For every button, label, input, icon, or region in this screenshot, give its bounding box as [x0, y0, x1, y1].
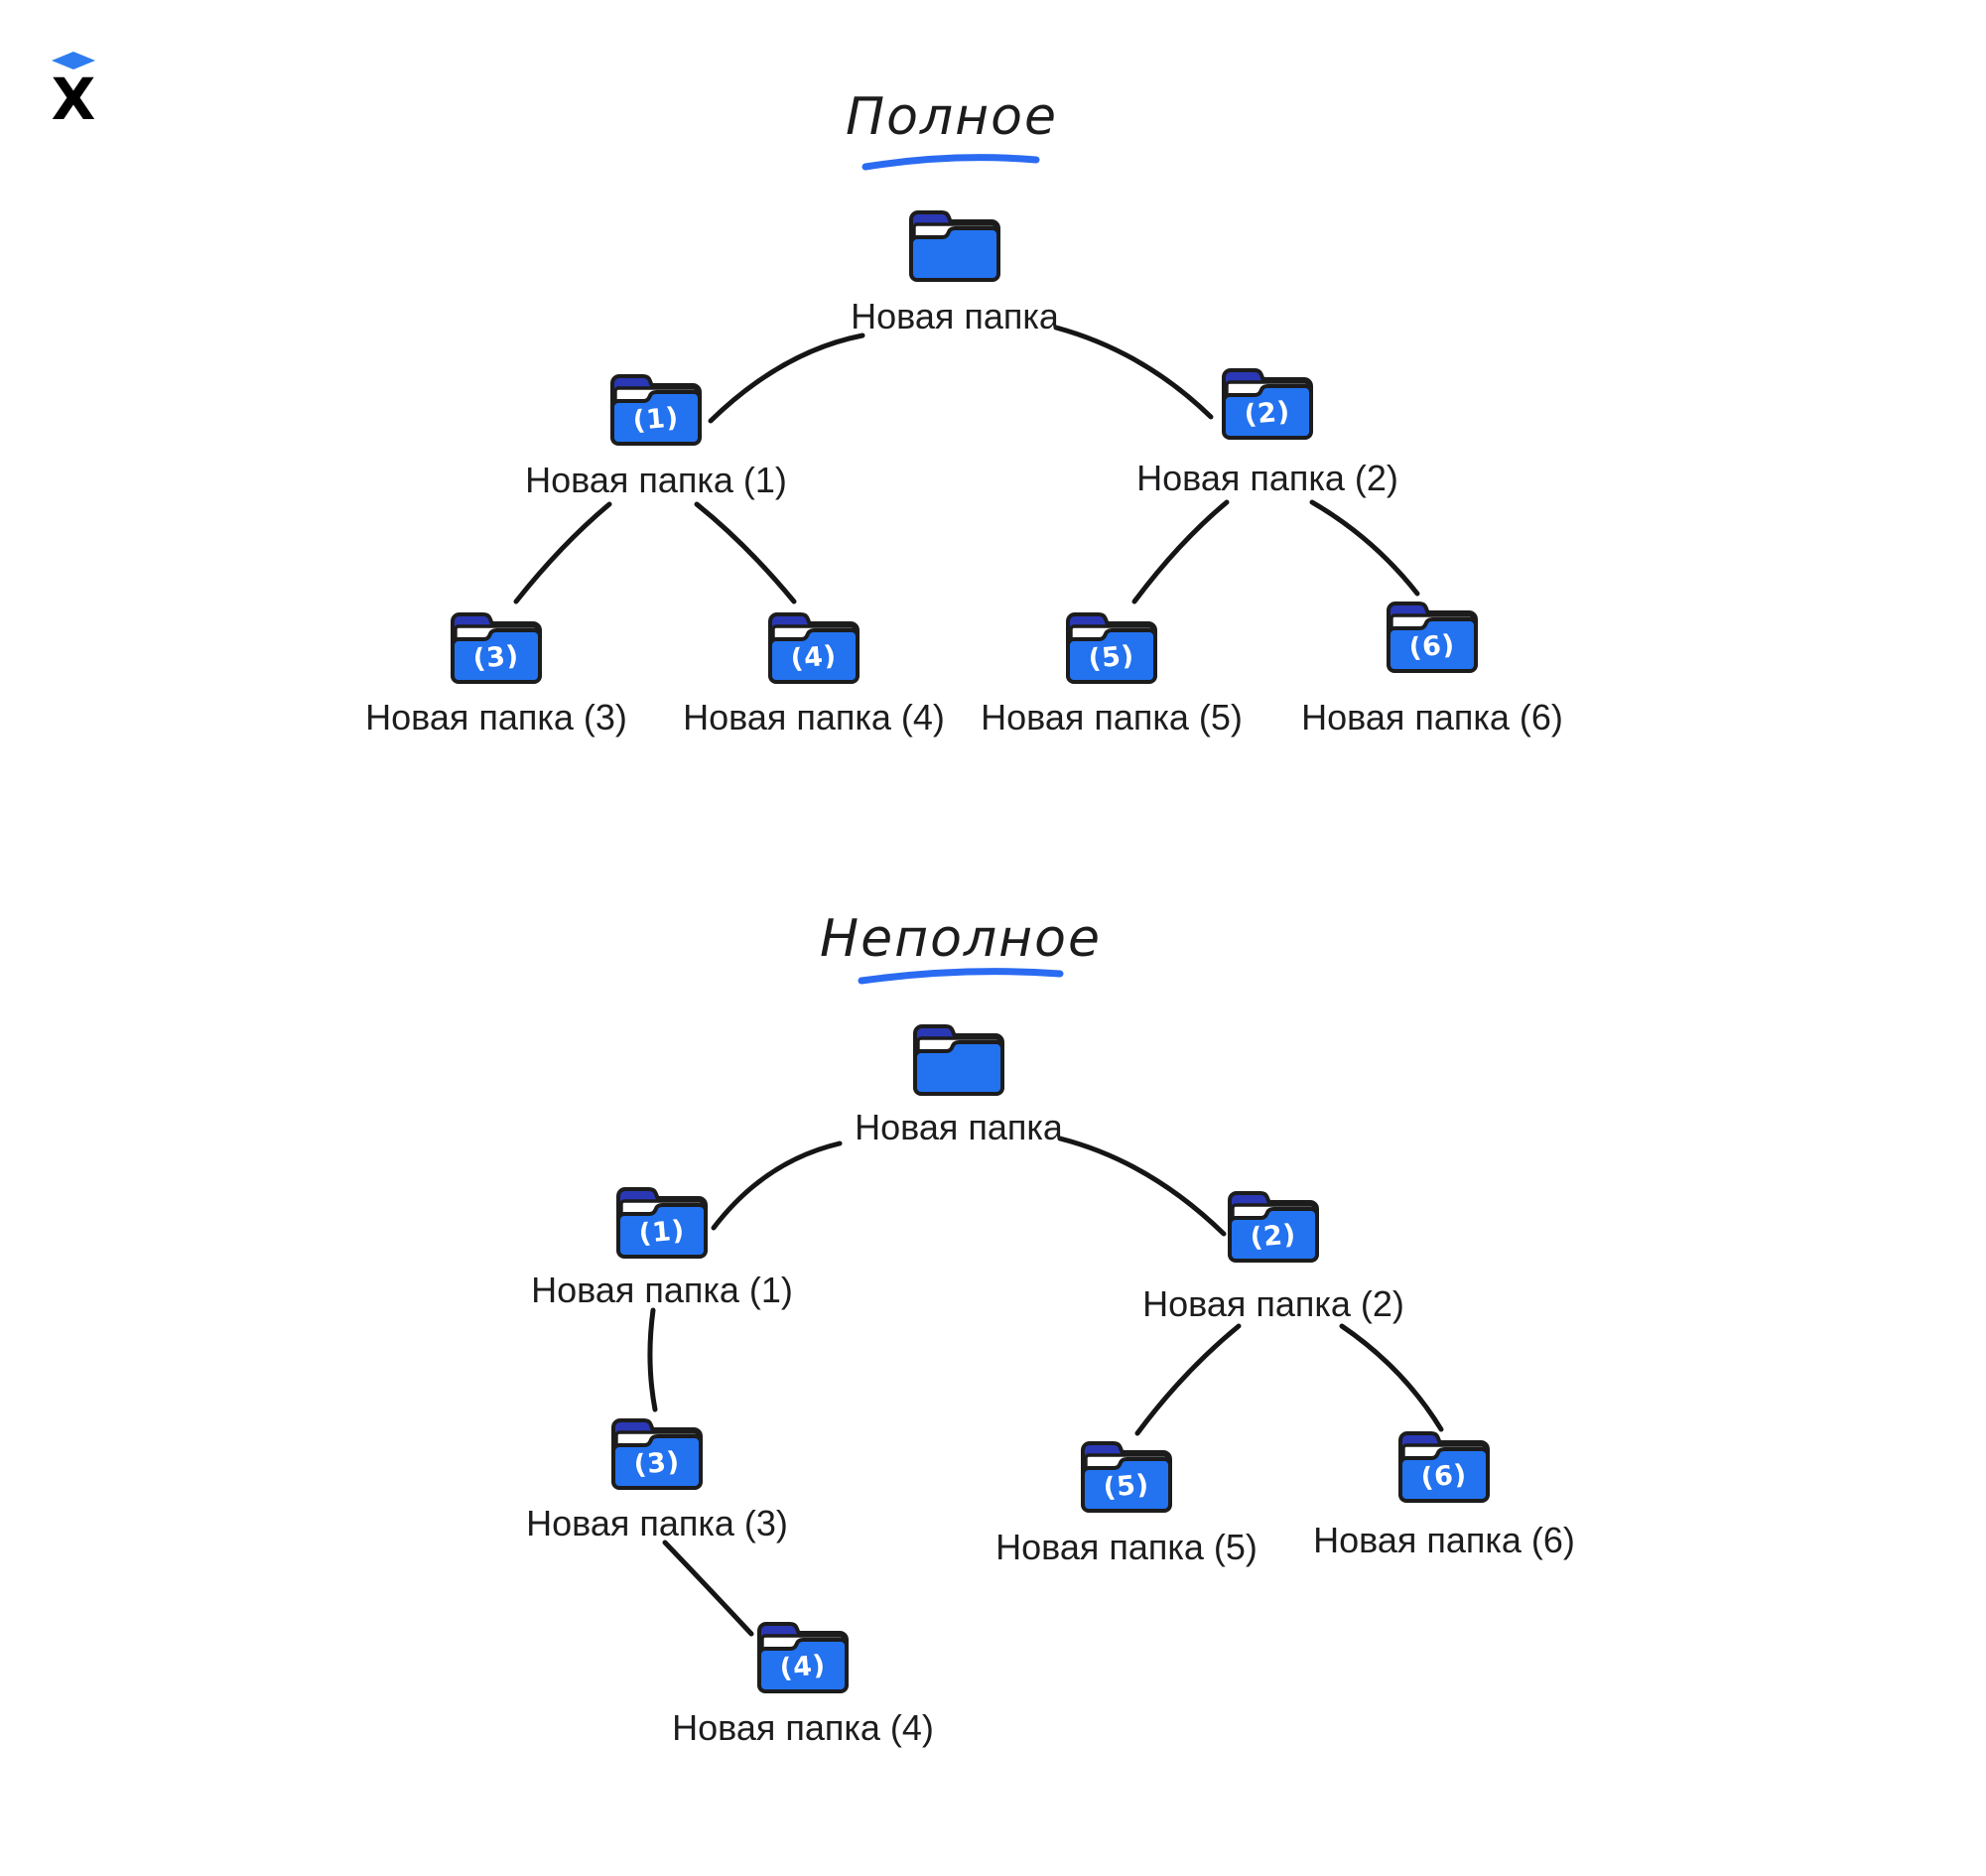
folder-front-shape — [1228, 1207, 1319, 1263]
folder-node: (4) Новая папка (4) — [672, 1618, 934, 1747]
folder-label: Новая папка — [855, 1107, 1063, 1147]
tree-edge — [647, 1307, 658, 1412]
folder-front-shape — [913, 1040, 1004, 1096]
folder-front-shape — [616, 1203, 708, 1259]
folder-label: Новая папка (3) — [526, 1503, 788, 1543]
tree-edge — [1053, 325, 1214, 420]
brand-logo: X — [52, 52, 96, 125]
folder-node: (3) Новая папка (3) — [365, 608, 627, 737]
folder-node: (6) Новая папка (6) — [1301, 598, 1563, 737]
title-underline-full — [861, 154, 1040, 171]
folder-node: (6) Новая папка (6) — [1313, 1427, 1575, 1559]
title-underline-incomplete — [858, 968, 1064, 985]
folder-front-shape — [1387, 617, 1478, 673]
logo-letter: X — [52, 66, 96, 125]
tree-edge — [1339, 1323, 1444, 1432]
tree-edge — [694, 501, 797, 604]
tree-edge — [708, 333, 865, 424]
folder-icon: (6) — [1385, 598, 1480, 675]
folder-icon: (3) — [449, 608, 544, 686]
folder-label: Новая папка (3) — [365, 697, 627, 737]
folder-node: (1) Новая папка (1) — [531, 1183, 793, 1309]
folder-icon — [911, 1020, 1006, 1098]
folder-node: (4) Новая папка (4) — [683, 608, 945, 737]
folder-front-shape — [451, 628, 542, 684]
tree-edge — [1134, 1323, 1242, 1436]
folder-front-shape — [1081, 1457, 1172, 1513]
tree-title-full: Полное — [846, 87, 1058, 147]
folder-icon: (5) — [1064, 608, 1159, 686]
tree-edge — [1057, 1136, 1227, 1237]
folder-icon: (3) — [609, 1414, 705, 1492]
folder-icon — [907, 206, 1002, 284]
folder-label: Новая папка (6) — [1313, 1520, 1575, 1560]
folder-icon: (2) — [1220, 364, 1315, 442]
folder-label: Новая папка (5) — [981, 697, 1243, 737]
folder-node: Новая папка — [851, 206, 1059, 335]
folder-node: (5) Новая папка (5) — [995, 1437, 1258, 1566]
logo-diamond-icon — [52, 52, 95, 69]
folder-icon: (2) — [1226, 1187, 1321, 1265]
folder-front-shape — [611, 1434, 703, 1490]
tree-edge — [1131, 499, 1230, 604]
folder-front-shape — [1398, 1447, 1490, 1503]
folder-label: Новая папка — [851, 296, 1059, 336]
tree-edge — [513, 501, 612, 604]
folder-node: (1) Новая папка (1) — [525, 370, 787, 499]
folder-label: Новая папка (2) — [1142, 1283, 1404, 1324]
folder-front-shape — [757, 1638, 849, 1693]
tree-edge — [1309, 499, 1420, 597]
folder-front-shape — [1222, 384, 1313, 440]
folder-node: (3) Новая папка (3) — [526, 1414, 788, 1542]
folder-front-shape — [768, 628, 860, 684]
folder-label: Новая папка (1) — [531, 1270, 793, 1310]
folder-label: Новая папка (2) — [1136, 458, 1398, 498]
folder-front-shape — [1066, 628, 1157, 684]
folder-node: (2) Новая папка (2) — [1142, 1187, 1404, 1323]
tree-edge — [711, 1140, 843, 1231]
folder-front-shape — [610, 390, 702, 446]
folder-icon: (4) — [766, 608, 861, 686]
folder-icon: (5) — [1079, 1437, 1174, 1515]
tree-edge — [662, 1540, 754, 1637]
folder-node: (5) Новая папка (5) — [981, 608, 1243, 737]
folder-icon: (6) — [1396, 1427, 1492, 1505]
folder-icon: (4) — [755, 1618, 851, 1695]
folder-front-shape — [909, 226, 1000, 282]
folder-label: Новая папка (6) — [1301, 697, 1563, 737]
folder-label: Новая папка (4) — [683, 697, 945, 737]
folder-label: Новая папка (4) — [672, 1707, 934, 1748]
folder-node: (2) Новая папка (2) — [1136, 364, 1398, 497]
folder-icon: (1) — [614, 1183, 710, 1261]
folder-icon: (1) — [608, 370, 704, 448]
folder-label: Новая папка (5) — [995, 1527, 1258, 1567]
folder-label: Новая папка (1) — [525, 460, 787, 500]
tree-title-incomplete: Неполное — [820, 909, 1102, 969]
folder-node: Новая папка — [855, 1020, 1063, 1146]
